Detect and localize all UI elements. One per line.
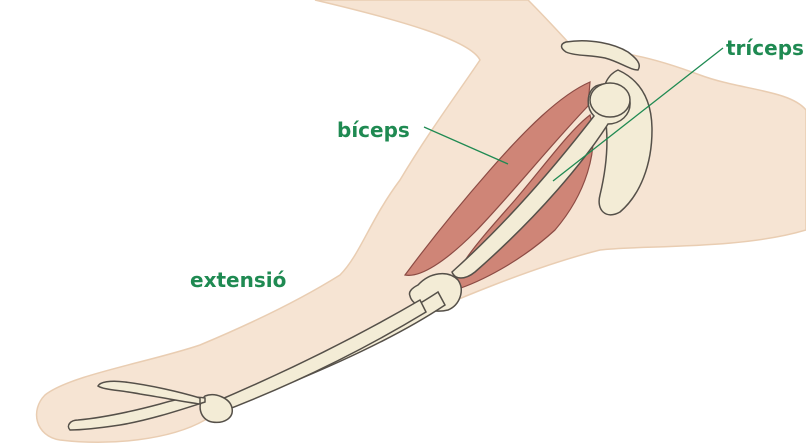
humeral-head xyxy=(590,83,630,117)
skin-silhouette xyxy=(37,0,806,442)
motion-label: extensió xyxy=(190,270,286,290)
triceps-label: tríceps xyxy=(726,38,804,58)
biceps-label: bíceps xyxy=(337,120,410,140)
